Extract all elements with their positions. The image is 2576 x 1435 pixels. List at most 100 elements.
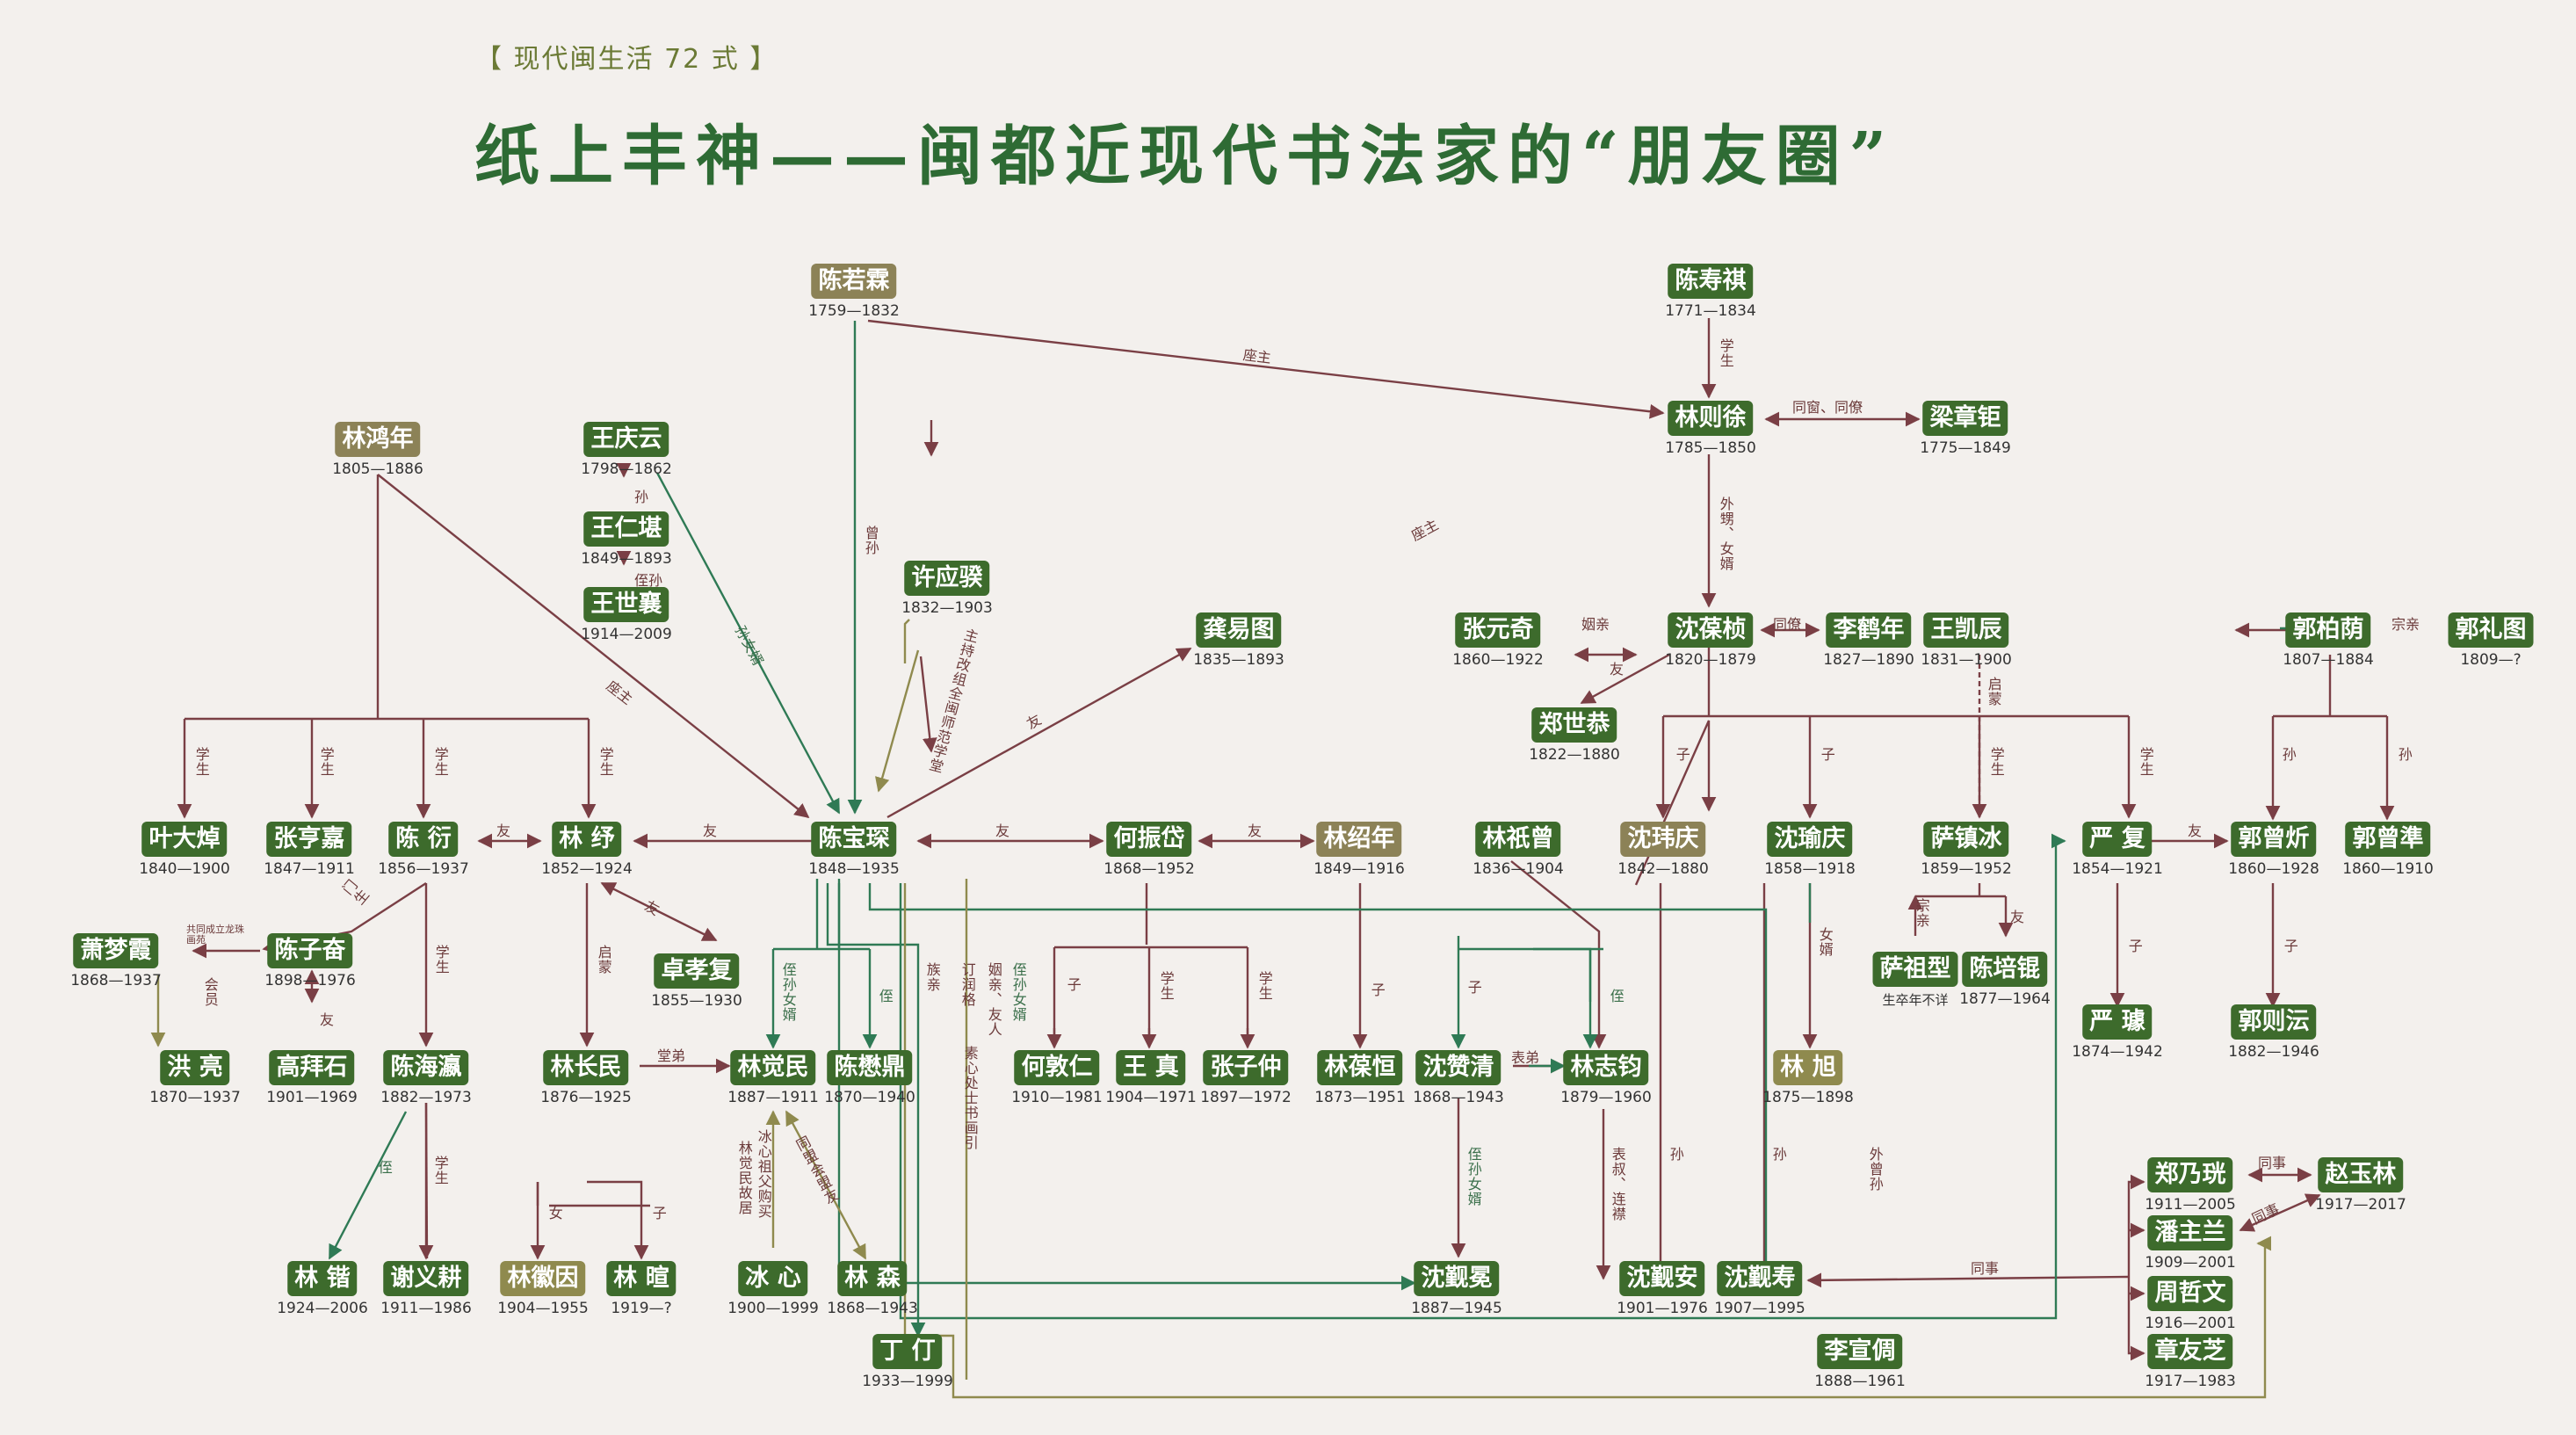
person-years: 1870—1937 xyxy=(149,1089,241,1106)
relation-label: 女婿 xyxy=(1816,927,1834,957)
person-years: 1759—1832 xyxy=(808,302,900,320)
person-name: 郭曾炘 xyxy=(2231,822,2317,857)
person-years: 1904—1955 xyxy=(497,1300,589,1317)
person-node[interactable]: 萨祖型生卒年不详 xyxy=(1872,952,1958,1009)
person-name: 郑乃珖 xyxy=(2147,1157,2233,1192)
person-name: 陈寿祺 xyxy=(1668,264,1754,299)
person-years: 1910—1981 xyxy=(1011,1089,1103,1106)
relation-label: 友 xyxy=(2010,909,2025,925)
relation-label: 外甥、女婿 xyxy=(1717,496,1734,571)
person-years: 1875—1898 xyxy=(1762,1089,1854,1106)
person-name: 林 纾 xyxy=(552,822,622,857)
person-years: 生卒年不详 xyxy=(1882,992,1949,1008)
person-years: 1868—1943 xyxy=(827,1300,918,1317)
person-name: 许应骙 xyxy=(904,561,990,596)
relation-label: 学生 xyxy=(1157,971,1175,1001)
person-years: 1842—1880 xyxy=(1617,860,1709,878)
person-name: 沈葆桢 xyxy=(1668,612,1754,648)
relation-label: 孙 xyxy=(2395,747,2413,762)
person-years: 1771—1834 xyxy=(1665,302,1756,320)
person-node[interactable]: 林徽因 1904—1955 xyxy=(497,1261,589,1317)
person-name: 萧梦霞 xyxy=(73,933,159,968)
person-name: 沈瑜庆 xyxy=(1767,822,1853,857)
relation-label: 同窗、同僚 xyxy=(1792,399,1863,416)
person-name: 陈培锟 xyxy=(1962,952,2048,987)
person-years: 1860—1910 xyxy=(2342,860,2434,878)
person-node[interactable]: 陈寿祺 1771—1834 xyxy=(1665,264,1756,320)
person-name: 沈赞清 xyxy=(1415,1050,1501,1085)
person-name: 林徽因 xyxy=(500,1261,586,1296)
person-years: 1849—1916 xyxy=(1313,860,1405,878)
person-years: 1805—1886 xyxy=(332,460,423,478)
person-name: 王 真 xyxy=(1116,1050,1186,1085)
person-name: 张亨嘉 xyxy=(266,822,352,857)
person-name: 林祇曾 xyxy=(1475,822,1561,857)
relation-label: 堂弟 xyxy=(657,1047,686,1064)
